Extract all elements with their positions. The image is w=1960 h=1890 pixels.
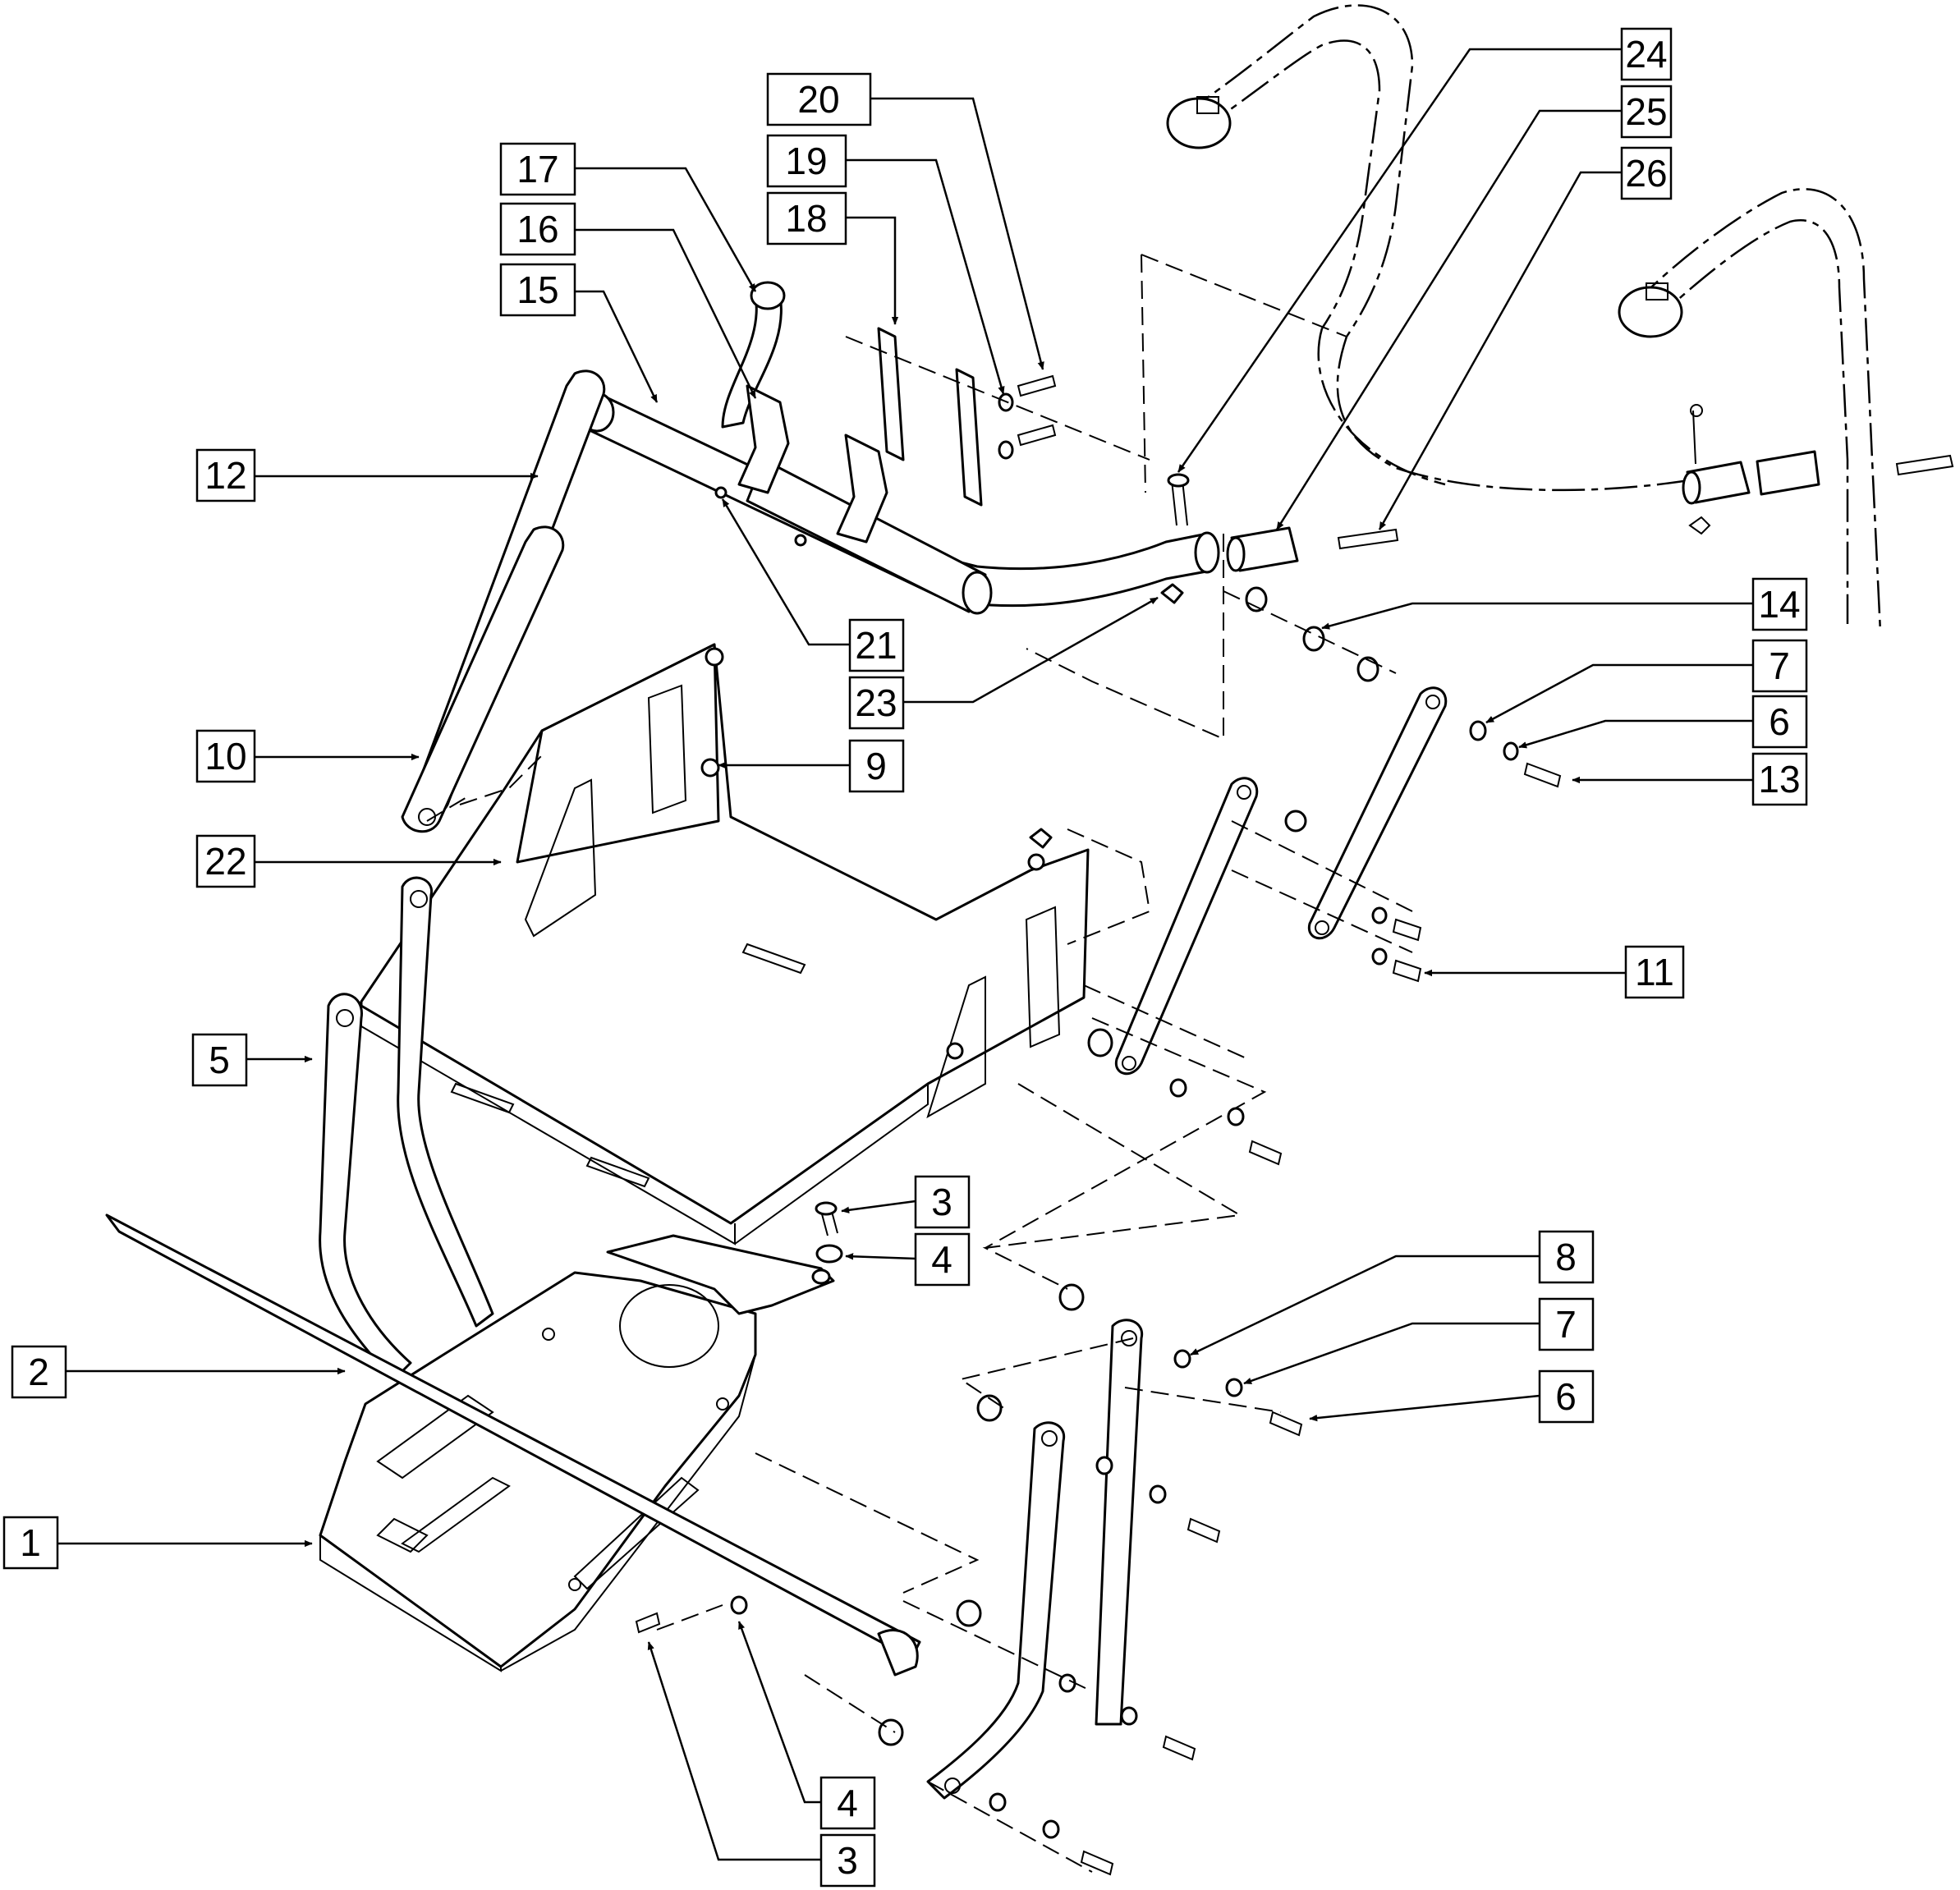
callout-box-2 [11,1345,67,1399]
back-arm-left [401,369,606,833]
callout-box-6-upper [1751,695,1808,749]
callout-16: 16 [516,208,558,250]
callout-box-10 [195,729,256,783]
push-handles-phantom [1166,4,1954,633]
callout-8: 8 [1555,1236,1577,1278]
callout-2: 2 [28,1351,49,1393]
callout-11: 11 [1635,951,1674,993]
callout-21: 21 [855,624,897,667]
callout-9: 9 [865,745,887,787]
callout-box-12 [195,448,256,502]
callout-box-6-lower [1538,1369,1595,1424]
callout-7-upper: 7 [1769,645,1790,687]
callout-box-18 [766,191,847,245]
front-handle-grip-end-icon [1618,286,1683,338]
callout-18: 18 [785,197,827,240]
callout-box-11 [1624,945,1685,999]
callout-5: 5 [209,1039,230,1081]
callout-6-lower: 6 [1555,1375,1577,1418]
callout-14: 14 [1758,583,1800,626]
callout-4-bottom: 4 [837,1782,858,1824]
rear-handle-grip-end-icon [1166,97,1232,149]
callout-22: 22 [204,840,246,883]
callout-box-7-lower [1538,1297,1595,1351]
callout-1: 1 [20,1521,41,1564]
callout-box-26 [1620,146,1673,200]
callout-box-14 [1751,577,1808,631]
callout-15: 15 [516,268,558,311]
callout-box-16 [499,202,576,256]
callout-26: 26 [1625,152,1667,195]
assembly-lines [426,254,1413,1873]
callouts: 24 25 26 20 19 18 17 16 15 12 [2,27,1808,1888]
callout-12: 12 [204,454,246,497]
seat-pan [360,643,1090,1245]
callout-box-9 [848,739,905,793]
callout-23: 23 [855,681,897,724]
callout-box-3-bottom [819,1833,876,1888]
base-frame [319,1234,835,1672]
callout-box-3-middle [914,1175,971,1229]
callout-box-8 [1538,1230,1595,1284]
callout-13: 13 [1758,758,1800,800]
callout-box-25 [1620,85,1673,139]
callout-25: 25 [1625,90,1667,133]
callout-box-13 [1751,752,1808,806]
callout-3-bottom: 3 [837,1839,858,1882]
callout-box-1 [2,1516,59,1570]
right-arms-hardware [635,586,1562,1876]
callout-box-20 [766,72,872,126]
callout-3-middle: 3 [931,1181,952,1223]
callout-box-5 [191,1033,248,1087]
callout-box-7-upper [1751,639,1808,693]
callout-10: 10 [204,735,246,778]
callout-20: 20 [797,78,839,121]
strap [105,1213,921,1677]
callout-box-21 [848,618,905,672]
callout-7-lower: 7 [1555,1303,1577,1346]
seat-link-left [319,876,494,1381]
callout-box-15 [499,263,576,317]
callout-box-4-middle [914,1232,971,1287]
callout-17: 17 [516,148,558,190]
callout-box-4-bottom [819,1776,876,1830]
callout-4-middle: 4 [931,1238,952,1281]
callout-box-22 [195,834,256,888]
callout-24: 24 [1625,33,1667,76]
callout-box-23 [848,676,905,730]
callout-6-upper: 6 [1769,700,1790,743]
callout-box-24 [1620,27,1673,81]
callout-19: 19 [785,140,827,182]
callout-box-19 [766,134,847,188]
callout-box-17 [499,142,576,196]
